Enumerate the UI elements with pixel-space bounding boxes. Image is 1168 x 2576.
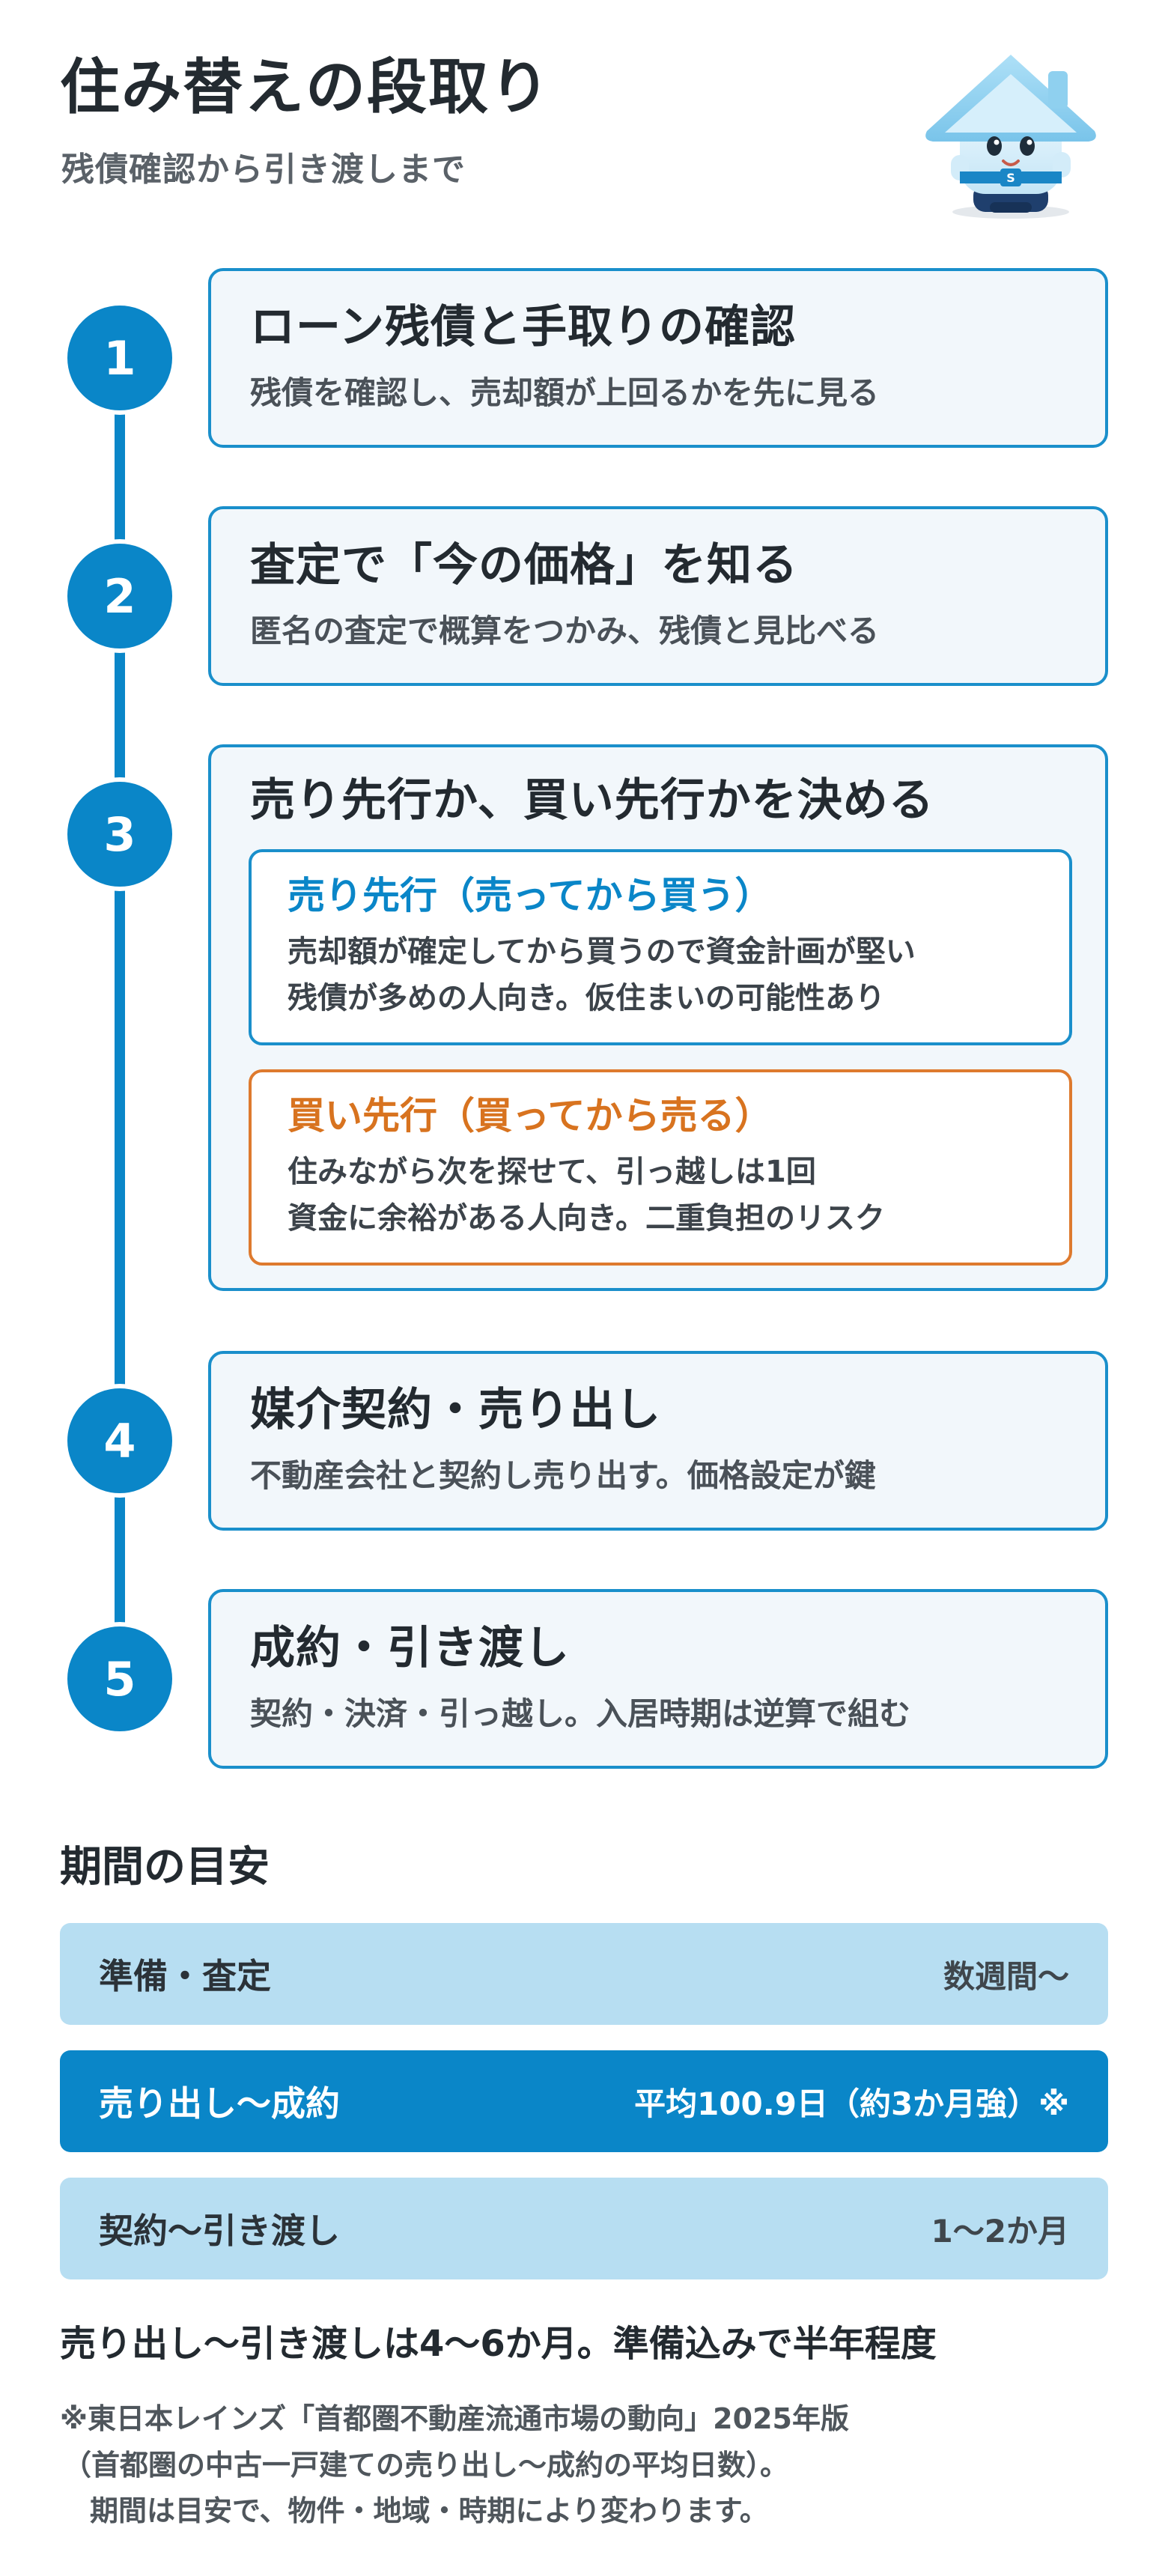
step-card-1: ローン残債と手取りの確認 残債を確認し、売却額が上回るかを先に見る xyxy=(208,268,1108,448)
step-number-2: 2 xyxy=(63,539,177,653)
option-sell-first: 売り先行（売ってから買う） 売却額が確定してから買うので資金計画が堅い 残債が多… xyxy=(249,849,1072,1045)
footnotes: ※東日本レインズ「首都圏不動産流通市場の動向」2025年版 （首都圏の中古一戸建… xyxy=(60,2396,849,2535)
step-description: 契約・決済・引っ越し。入居時期は逆算で組む xyxy=(250,1695,911,1732)
option-line: 資金に余裕がある人向き。二重負担のリスク xyxy=(288,1201,885,1236)
step-description: 残債を確認し、売却額が上回るかを先に見る xyxy=(250,374,880,411)
step-number-3: 3 xyxy=(63,777,177,891)
footnote-line: 期間は目安で、物件・地域・時期により変わります。 xyxy=(90,2494,768,2528)
step-title: 査定で「今の価格」を知る xyxy=(250,539,798,592)
option-buy-first: 買い先行（買ってから売る） 住みながら次を探せて、引っ越しは1回 資金に余裕があ… xyxy=(249,1069,1072,1266)
step-number-5: 5 xyxy=(63,1622,177,1736)
step-title: 媒介契約・売り出し xyxy=(250,1384,661,1436)
step-card-5: 成約・引き渡し 契約・決済・引っ越し。入居時期は逆算で組む xyxy=(208,1589,1108,1769)
footnote-line: ※東日本レインズ「首都圏不動産流通市場の動向」2025年版 xyxy=(60,2402,849,2435)
step-card-3: 売り先行か、買い先行かを決める 売り先行（売ってから買う） 売却額が確定してから… xyxy=(208,744,1108,1291)
step-number-1: 1 xyxy=(63,301,177,415)
step-card-2: 査定で「今の価格」を知る 匿名の査定で概算をつかみ、残債と見比べる xyxy=(208,506,1108,686)
period-value: 数週間〜 xyxy=(943,1957,1069,1995)
mascot-badge: S xyxy=(1006,171,1015,185)
period-value: 1〜2か月 xyxy=(931,2212,1069,2250)
footnote-line: （首都圏の中古一戸建ての売り出し〜成約の平均日数）。 xyxy=(63,2448,789,2482)
step-title: ローン残債と手取りの確認 xyxy=(250,301,796,353)
timeline-line xyxy=(115,352,125,1655)
period-row-listing: 売り出し〜成約 平均100.9日（約3か月強）※ xyxy=(60,2050,1108,2152)
step-card-4: 媒介契約・売り出し 不動産会社と契約し売り出す。価格設定が鍵 xyxy=(208,1351,1108,1531)
period-heading: 期間の目安 xyxy=(60,1843,270,1892)
period-label: 契約〜引き渡し xyxy=(99,2211,340,2251)
period-label: 売り出し〜成約 xyxy=(99,2083,340,2124)
step-title: 売り先行か、買い先行かを決める xyxy=(250,774,934,827)
house-mascot-icon: S xyxy=(925,55,1096,219)
option-line: 残債が多めの人向き。仮住まいの可能性あり xyxy=(288,981,885,1015)
period-value: 平均100.9日（約3か月強）※ xyxy=(634,2085,1069,2122)
page-subtitle: 残債確認から引き渡しまで xyxy=(61,151,466,189)
page-title: 住み替えの段取り xyxy=(60,52,551,122)
period-summary: 売り出し〜引き渡しは4〜6か月。準備込みで半年程度 xyxy=(60,2323,937,2365)
option-line: 住みながら次を探せて、引っ越しは1回 xyxy=(288,1155,816,1189)
step-description: 不動産会社と契約し売り出す。価格設定が鍵 xyxy=(250,1457,876,1494)
option-line: 売却額が確定してから買うので資金計画が堅い xyxy=(288,935,916,969)
step-title: 成約・引き渡し xyxy=(250,1622,570,1674)
step-number-4: 4 xyxy=(63,1384,177,1498)
period-label: 準備・査定 xyxy=(99,1956,271,1996)
period-row-handover: 契約〜引き渡し 1〜2か月 xyxy=(60,2178,1108,2279)
option-title: 買い先行（買ってから売る） xyxy=(288,1094,773,1137)
step-description: 匿名の査定で概算をつかみ、残債と見比べる xyxy=(250,613,880,649)
option-title: 売り先行（売ってから買う） xyxy=(288,874,773,917)
period-row-prep: 準備・査定 数週間〜 xyxy=(60,1923,1108,2025)
